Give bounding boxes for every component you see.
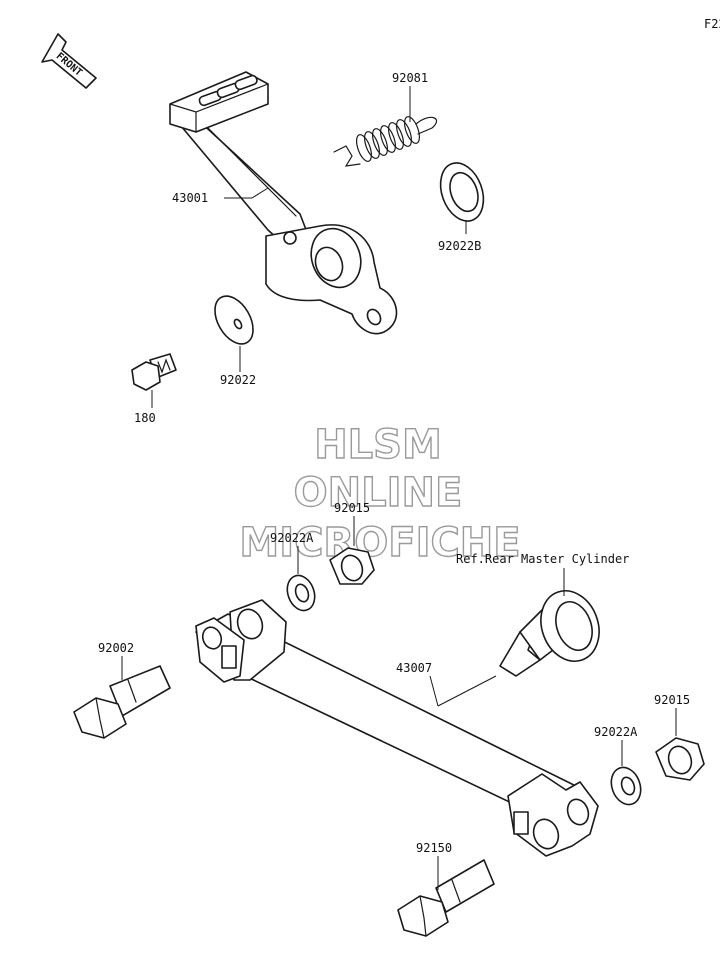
callout-ref-note: Ref.Rear Master Cylinder: [456, 552, 629, 566]
watermark: HLSM ONLINE MICROFICHE: [239, 421, 522, 566]
callout-pivot-bolt: 180: [134, 411, 156, 425]
return-spring: [333, 116, 438, 167]
watermark-line-3: MICROFICHE: [239, 520, 520, 566]
figure-code: F22: [704, 17, 720, 31]
watermark-line-1: HLSM: [314, 422, 442, 468]
watermark-line-2: ONLINE: [294, 470, 463, 516]
callout-washer-a-upper: 92022A: [270, 531, 314, 545]
callout-spring: 92081: [392, 71, 428, 85]
master-cylinder-clevis: [499, 590, 600, 677]
bolt-92150: [397, 859, 495, 937]
brake-pedal: [169, 71, 398, 335]
washer-92022a-upper: [286, 574, 316, 612]
washer-92022b: [439, 162, 485, 222]
washer-92022: [214, 295, 254, 345]
callout-nut-lower: 92015: [654, 693, 690, 707]
front-arrow-icon: FRONT: [41, 33, 97, 89]
callout-bolt-92002: 92002: [98, 641, 134, 655]
nut-92015-upper: [329, 547, 375, 585]
callout-pedal: 43001: [172, 191, 208, 205]
callout-nut-upper: 92015: [334, 501, 370, 515]
callout-washer-a-lower: 92022A: [594, 725, 638, 739]
callout-bolt-92150: 92150: [416, 841, 452, 855]
bolt-92002: [73, 665, 171, 739]
callout-labels: 92081 43001 92022B 92022 180 92015 92022…: [98, 71, 690, 855]
callout-washer-b: 92022B: [438, 239, 481, 253]
leader-lines: [121, 86, 677, 890]
callout-washer: 92022: [220, 373, 256, 387]
pivot-bolt: [131, 353, 177, 391]
washer-92022a-lower: [610, 766, 642, 806]
callout-rod: 43007: [396, 661, 432, 675]
brake-rod: [195, 599, 599, 857]
nut-92015-lower: [655, 737, 705, 781]
